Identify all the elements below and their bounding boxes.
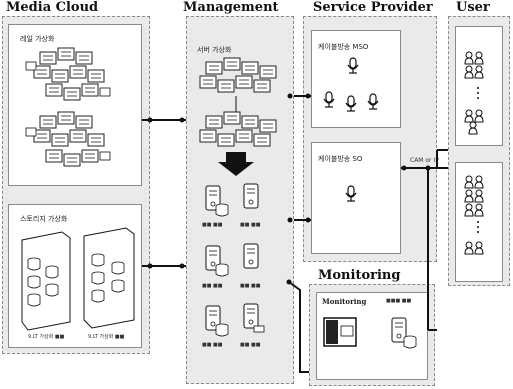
cable-mso-box: [311, 30, 401, 128]
cable-so-box: [311, 142, 401, 254]
rack-cluster-top: [25, 47, 111, 101]
user-group-1-box: [455, 26, 503, 146]
storage-caption-1: 9.LT 가상화 ■■: [28, 334, 65, 340]
so-icons: [345, 185, 357, 202]
user-group-2-icons: [464, 175, 484, 255]
connection-dots: [147, 93, 431, 285]
storage-caption-2: 9.LT 가상화 ■■: [88, 334, 125, 340]
management-servers: [205, 183, 265, 337]
rack-cluster-bottom: [25, 111, 111, 167]
monitoring-badge: ■■■ ■■: [386, 298, 412, 304]
storage-array-1: [21, 231, 71, 331]
cable-so-label: 케이블방송 SO: [318, 155, 363, 163]
monitoring-screen: [323, 317, 357, 347]
monitoring-server: [391, 317, 417, 349]
media-cloud-title: Media Cloud: [6, 0, 99, 15]
monitoring-window-label: Monitoring: [322, 297, 367, 306]
server-caption: ■■ ■■: [240, 222, 261, 228]
server-caption: ■■ ■■: [202, 342, 223, 348]
cable-mso-label: 케이블방송 MSO: [318, 43, 369, 51]
down-arrow-icon: [218, 152, 254, 176]
server-caption: ■■ ■■: [240, 283, 261, 289]
management-title: Management: [183, 0, 279, 15]
rail-virtualization-label: 레일 가상화: [20, 35, 55, 43]
server-virt-racks-top: [199, 57, 277, 93]
user-group-1-icons: [464, 51, 484, 135]
service-provider-title: Service Provider: [313, 0, 433, 15]
cam-ip-label: CAM or IP: [410, 157, 439, 164]
server-virtualization-label: 서버 가상화: [197, 46, 232, 54]
monitoring-title: Monitoring: [318, 268, 401, 283]
rail-virtualization-box: [8, 24, 142, 186]
storage-virtualization-label: 스토리지 가상화: [20, 215, 68, 223]
storage-array-2: [83, 227, 135, 329]
server-caption: ■■ ■■: [202, 222, 223, 228]
server-caption: ■■ ■■: [240, 342, 261, 348]
server-virt-racks-bottom: [199, 111, 277, 147]
server-caption: ■■ ■■: [202, 283, 223, 289]
mso-icons: [323, 57, 379, 112]
user-title: User: [456, 0, 490, 15]
connection-lines: [142, 95, 448, 373]
